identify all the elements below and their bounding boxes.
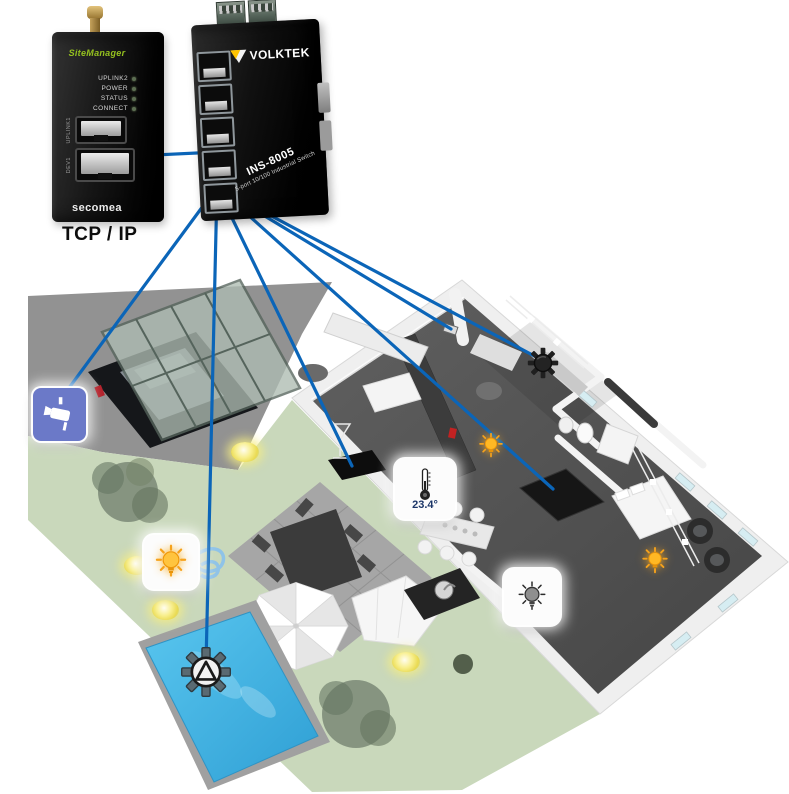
car-taillight	[94, 384, 105, 398]
gateway-front-panel: SiteManager UPLINK2 POWER STATUS CONNECT…	[52, 32, 164, 222]
secomea-logo: secomea	[72, 202, 122, 214]
rj45-port-3	[199, 116, 236, 149]
switch-brand: VOLKTEK	[249, 45, 311, 63]
garden-light-tile[interactable]	[144, 535, 198, 589]
led-label: POWER	[101, 85, 128, 92]
rail-node	[526, 314, 688, 545]
rj45-port-1	[196, 50, 232, 83]
led-label: CONNECT	[93, 105, 128, 112]
line-to-camera	[64, 185, 219, 394]
pool-pump-icon	[181, 647, 231, 697]
tree	[319, 680, 396, 748]
pillow	[614, 488, 631, 502]
port-label-uplink1: UPLINK1	[66, 116, 72, 144]
garden-lamp	[124, 556, 150, 575]
led-icon	[132, 96, 136, 101]
hallway-light-indicator	[477, 432, 505, 465]
interior-wall-dark	[604, 378, 658, 428]
bathroom-sink	[558, 416, 574, 434]
port-label-dev1: DEV1	[66, 156, 72, 174]
thermometer-icon	[420, 468, 431, 500]
light-bulb-on-icon	[155, 544, 187, 577]
switch-front-panel: VOLKTEK INS-8005 5-port 10/100 Industria…	[190, 18, 331, 222]
temperature-value: 23.4°	[412, 499, 438, 511]
desk	[470, 334, 522, 371]
bathroom-fan-icon	[524, 344, 562, 387]
sitemanager-gateway: SiteManager UPLINK2 POWER STATUS CONNECT…	[52, 6, 164, 222]
bathtub	[596, 423, 639, 465]
security-camera-tile[interactable]	[33, 388, 86, 441]
volktek-logo-icon	[230, 49, 247, 63]
gateway-led-block: UPLINK2 POWER STATUS CONNECT	[58, 72, 136, 115]
bedroom-light-indicator	[640, 546, 670, 581]
led-label: UPLINK2	[98, 75, 128, 82]
temperature-sensor-tile[interactable]: 23.4°	[395, 459, 455, 519]
rj45-port-2	[198, 83, 234, 116]
indoor-light-tile[interactable]	[504, 569, 560, 625]
garden-lamp	[392, 652, 420, 672]
led-icon	[132, 76, 136, 81]
led-icon	[132, 106, 136, 111]
tree	[92, 458, 168, 523]
protocol-label: TCP / IP	[62, 224, 138, 245]
pillow	[629, 482, 646, 496]
light-rail	[505, 295, 700, 567]
din-rail-clip	[317, 82, 331, 113]
wall-art-red	[448, 427, 457, 439]
rj45-port-dev1	[75, 148, 135, 182]
led-label: STATUS	[100, 95, 128, 102]
pool-pump-tile[interactable]	[179, 645, 233, 704]
light-bulb-off-icon	[518, 581, 546, 610]
rug	[476, 382, 502, 400]
shrub	[453, 654, 473, 674]
antenna-icon	[86, 6, 104, 36]
coffee-table	[362, 372, 422, 413]
garden-lamp	[152, 600, 179, 620]
line-to-media	[215, 185, 354, 468]
switch-model: INS-8005	[244, 145, 297, 179]
feature-wall	[394, 333, 477, 479]
garden-lamp	[231, 442, 259, 462]
dining-table	[419, 511, 495, 550]
gateway-product-name: SiteManager	[68, 48, 126, 58]
led-icon	[132, 86, 136, 91]
tv-wall-panel	[519, 468, 605, 522]
toilet	[576, 422, 594, 444]
volktek-switch: VOLKTEK INS-8005 5-port 10/100 Industria…	[190, 0, 331, 222]
line-to-pool-pump	[204, 185, 219, 666]
security-camera-icon	[43, 396, 70, 431]
patio-table	[270, 509, 362, 600]
rj45-port-uplink1	[75, 116, 127, 144]
